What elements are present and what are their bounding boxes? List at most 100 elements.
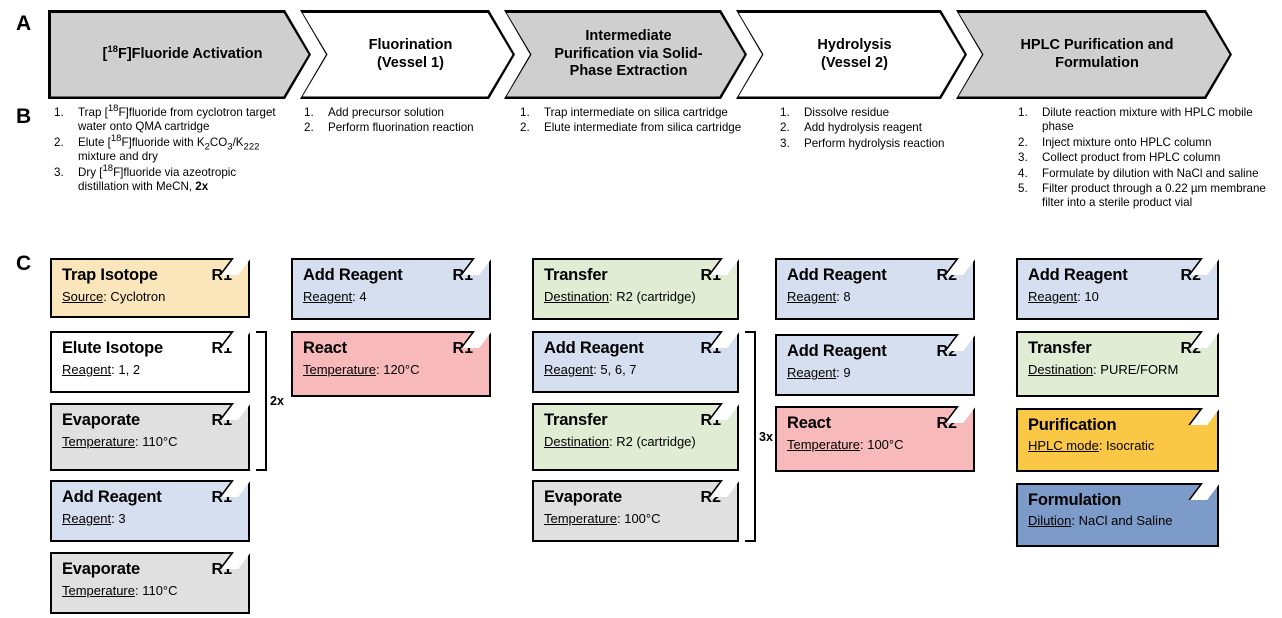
card-detail: Reagent: 9 [787,364,963,381]
card-detail: Destination: R2 (cartridge) [544,433,727,450]
list-item-text: Perform fluorination reaction [328,121,474,135]
list-item-number: 2. [520,121,530,135]
card-detail: Reagent: 5, 6, 7 [544,361,727,378]
list-item: 1.Trap [18F]fluoride from cyclotron targ… [52,104,280,135]
card-detail-value: : 1, 2 [111,362,141,377]
card-detail-key: Reagent [303,289,353,304]
chevron-fill [739,13,965,97]
list-item-text: Add precursor solution [328,106,444,119]
process-step-label: Hydrolysis(Vessel 2) [817,37,892,71]
card-detail: Temperature: 110°C [62,433,238,450]
card-detail: Source: Cyclotron [62,288,238,305]
card-detail-key: HPLC mode [1028,438,1099,453]
card-operation-name: Elute Isotope [62,339,163,357]
card-detail-value: : 110°C [134,583,178,598]
card-detail-key: Reagent [62,362,112,377]
list-item-text: Trap intermediate on silica cartridge [544,106,728,119]
repeat-multiplier-label: 2x [270,394,284,408]
list-item: 2.Elute [18F]fluoride with K2CO3/K222 mi… [52,134,280,165]
card-operation-name: Add Reagent [303,266,403,284]
card-detail: Destination: PURE/FORM [1028,361,1207,378]
card-detail: Reagent: 3 [62,510,238,527]
card-detail-value: : R2 (cartridge) [609,434,696,449]
card-operation-name: Trap Isotope [62,266,158,284]
list-item: 5.Filter product through a 0.22 µm membr… [1016,182,1278,211]
card-operation-name: Transfer [544,411,608,429]
card-detail: Temperature: 110°C [62,582,238,599]
list-item-number: 2. [780,121,790,135]
list-item-number: 1. [1018,106,1028,119]
card-header: Formulation [1028,490,1207,510]
card-detail-key: Source [62,289,104,304]
repeat-multiplier-label: 3x [759,429,773,444]
card-detail-value: : R2 (cartridge) [609,289,696,304]
card-header: Purification [1028,415,1207,435]
panel-letter-a: A [16,12,32,35]
card-operation-name: Add Reagent [62,488,162,506]
list-item-number: 2. [304,121,314,135]
card-detail: Temperature: 100°C [544,510,727,527]
process-step-hydrolysis: Hydrolysis(Vessel 2) [736,10,967,99]
list-item-text: Filter product through a 0.22 µm membran… [1042,182,1266,210]
bracket-repeat-3x: 3x [745,331,779,542]
card-detail-value: : 100°C [616,511,661,526]
step-description-lists: 1.Trap [18F]fluoride from cyclotron targ… [0,104,1282,246]
list-hplc-purification: 1.Dilute reaction mixture with HPLC mobi… [1016,106,1278,212]
list-item: 1.Dilute reaction mixture with HPLC mobi… [1016,106,1278,135]
card-detail-value: : 100°C [859,437,904,452]
card-detail-value: : 4 [352,289,367,304]
card-operation-name: Formulation [1028,491,1122,509]
card-detail-key: Temperature [787,437,860,452]
card-operation-name: Add Reagent [787,266,887,284]
list-item-number: 3. [1018,151,1028,165]
card-detail-key: Reagent [544,362,594,377]
card-detail-key: Reagent [787,365,837,380]
list-item-number: 1. [54,106,64,119]
card-detail-value: : 8 [836,289,851,304]
list-item: 1.Add precursor solution [302,106,502,120]
chevron-fill [959,13,1230,97]
list-item-text: Perform hydrolysis reaction [804,136,945,150]
card-detail-value: : 9 [836,365,851,380]
panel-letter-c: C [16,252,32,275]
card-detail: Reagent: 8 [787,288,963,305]
card-operation-name: Evaporate [62,560,140,578]
card-operation-name: Purification [1028,416,1117,434]
bracket-repeat-2x: 2x [256,331,290,471]
process-step-label: Fluorination(Vessel 1) [368,37,453,71]
card-operation-name: Transfer [1028,339,1092,357]
list-item-text: Formulate by dilution with NaCl and sali… [1042,166,1259,180]
card-operation-name: React [787,414,831,432]
card-detail: HPLC mode: Isocratic [1028,437,1207,454]
list-item-text: Collect product from HPLC column [1042,151,1221,165]
card-operation-name: Add Reagent [1028,266,1128,284]
